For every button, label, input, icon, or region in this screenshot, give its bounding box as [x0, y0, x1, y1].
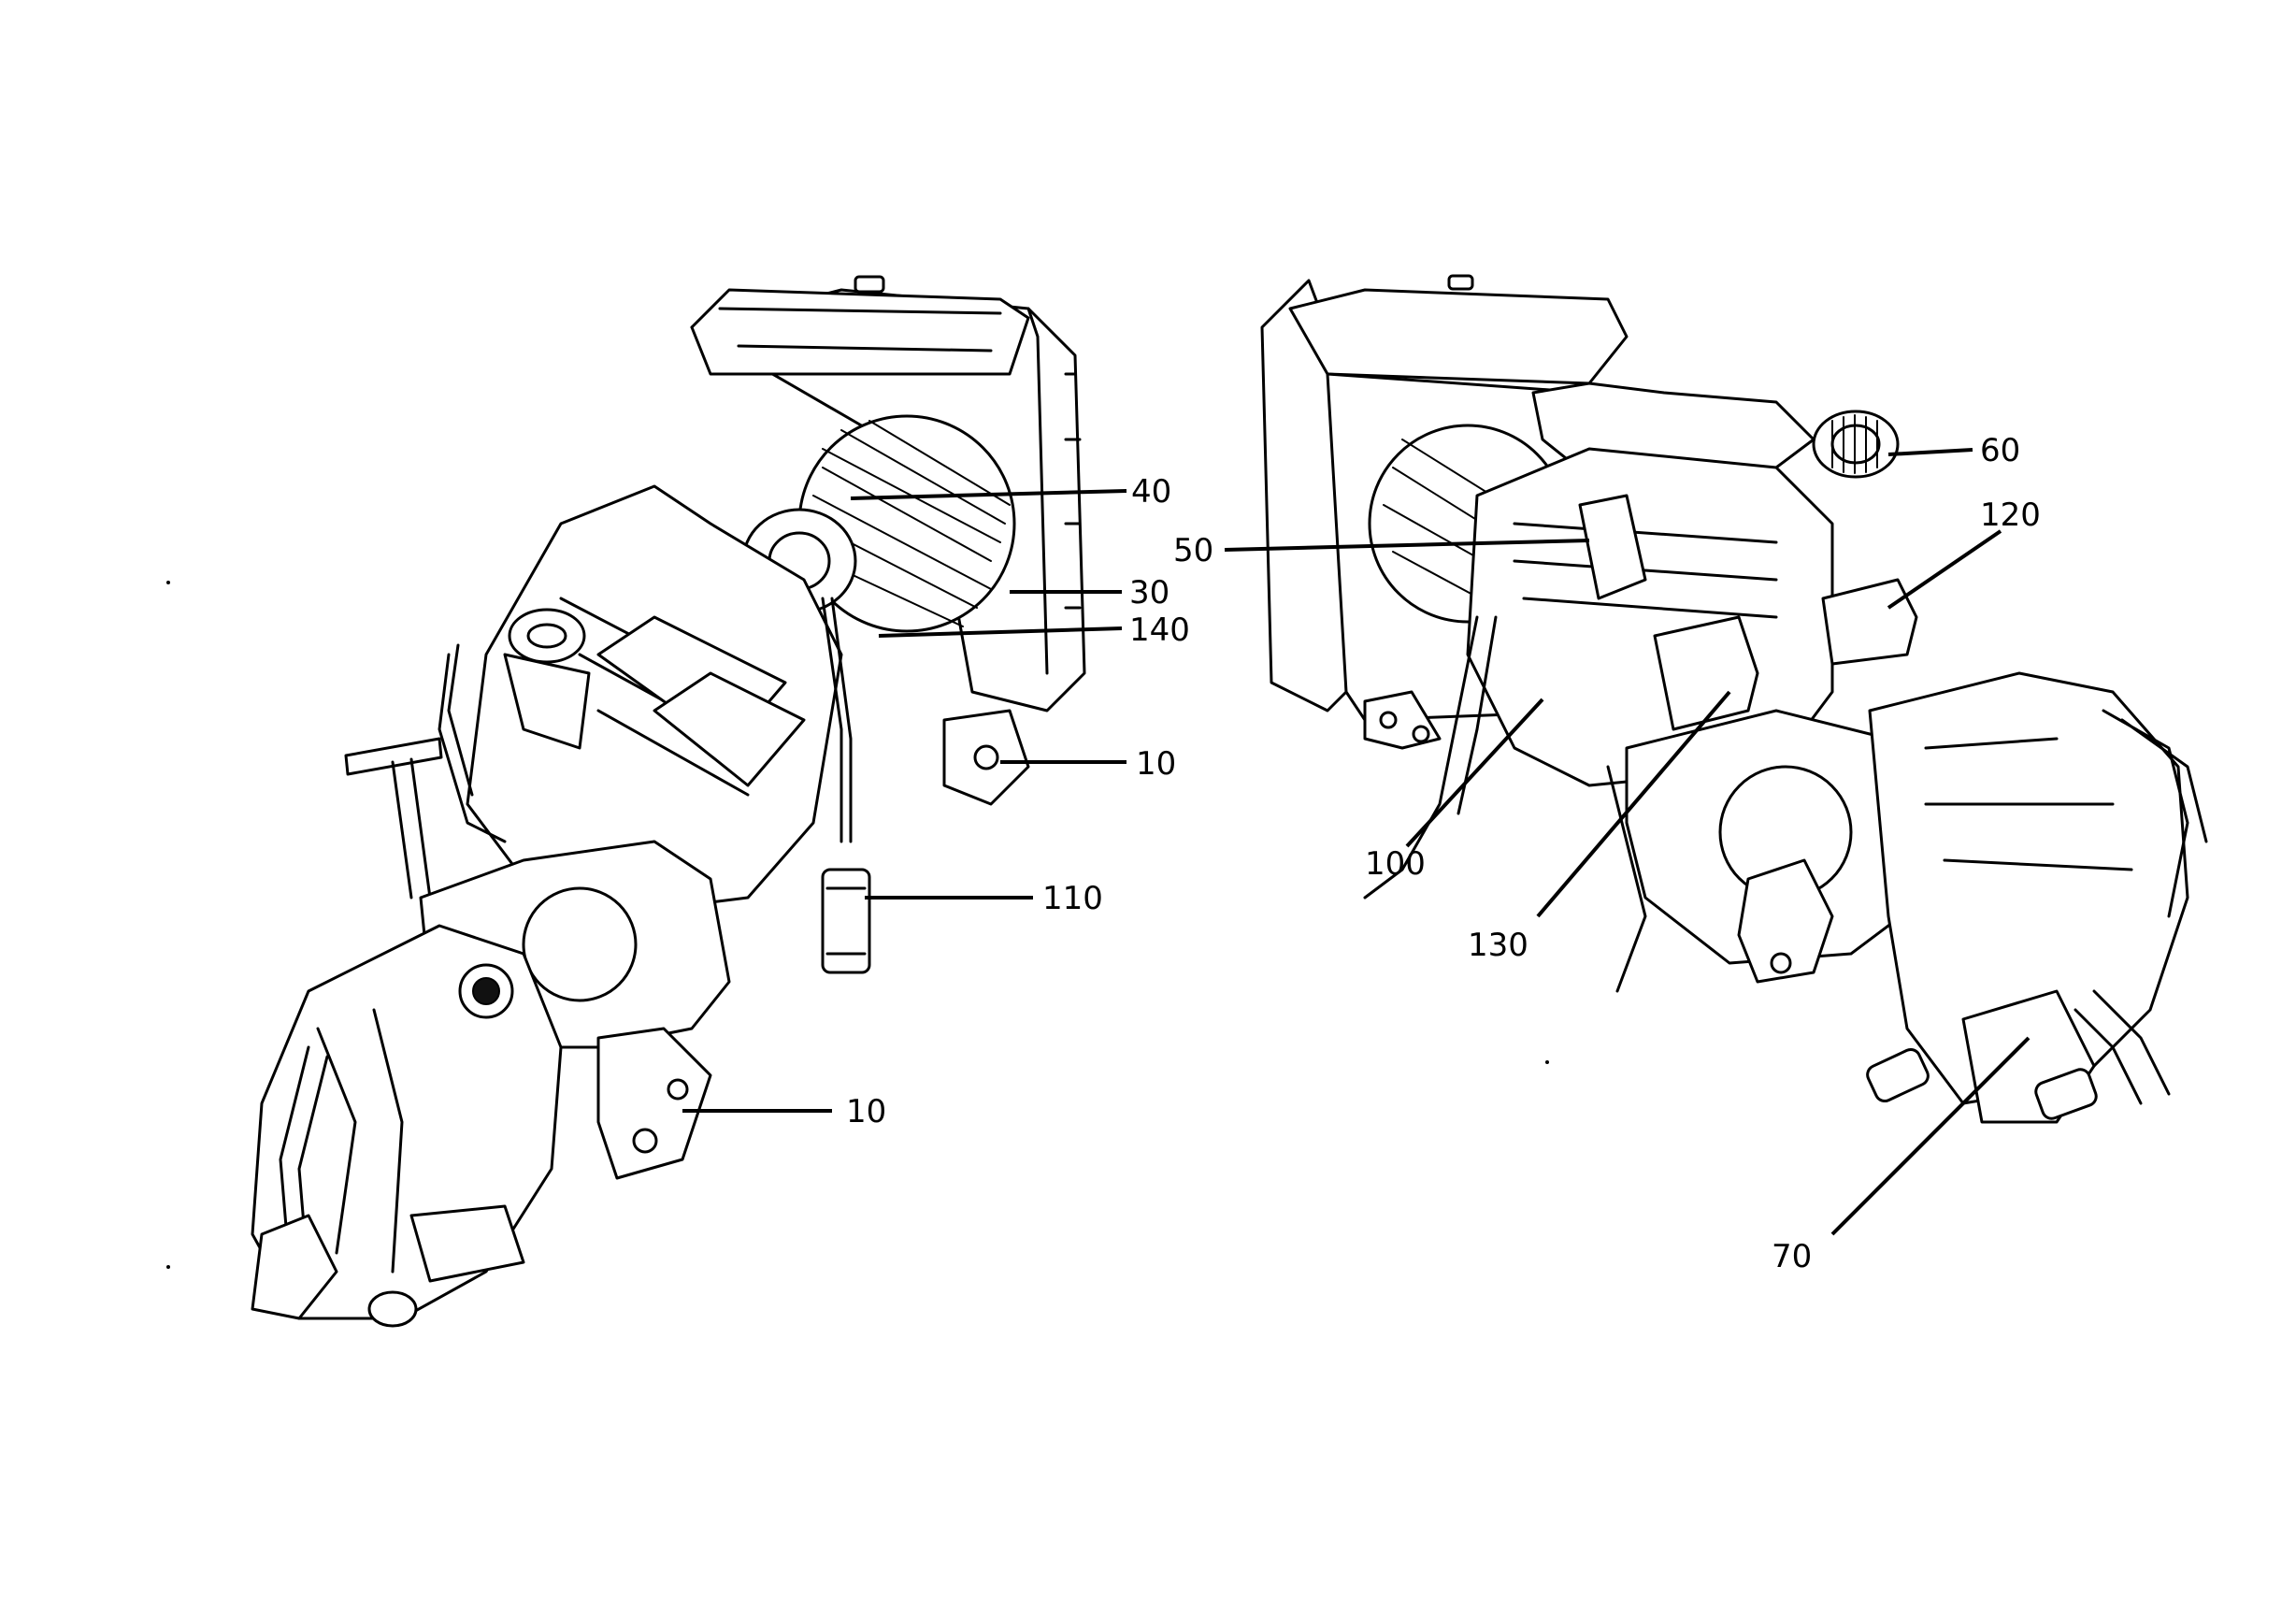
- callout-label-130: 130: [1468, 927, 1528, 964]
- callout-120: 120: [1887, 497, 2041, 610]
- callout-60: 60: [1887, 432, 2020, 469]
- callout-label-30: 30: [1129, 574, 1170, 612]
- engine-assembly-left-drawing: [251, 275, 1086, 1328]
- callout-130: 130: [1468, 690, 1731, 964]
- callout-label-10-lower: 10: [846, 1093, 886, 1130]
- callout-label-70: 70: [1772, 1238, 1812, 1275]
- scan-dot: [166, 1265, 170, 1269]
- callout-100: 100: [1365, 698, 1544, 883]
- callout-70: 70: [1772, 1036, 2031, 1275]
- callout-50: 50: [1173, 532, 1590, 569]
- callout-label-100: 100: [1365, 845, 1426, 883]
- callout-40: 40: [850, 473, 1171, 511]
- callout-10-upper: 10: [1000, 745, 1176, 783]
- callout-140: 140: [878, 612, 1190, 649]
- scan-dot: [166, 581, 170, 584]
- callout-30: 30: [1010, 574, 1170, 612]
- engine-assembly-right-drawing: [1260, 274, 2208, 1124]
- callout-label-110: 110: [1042, 880, 1103, 917]
- callout-label-120: 120: [1980, 497, 2041, 534]
- callout-label-10-upper: 10: [1136, 745, 1176, 783]
- callout-10-lower: 10: [682, 1093, 886, 1130]
- callout-label-60: 60: [1980, 432, 2020, 469]
- callout-110: 110: [865, 880, 1103, 917]
- callout-label-140: 140: [1129, 612, 1190, 649]
- callout-label-40: 40: [1131, 473, 1171, 511]
- callout-label-50: 50: [1173, 532, 1213, 569]
- scan-dot: [1545, 1060, 1549, 1064]
